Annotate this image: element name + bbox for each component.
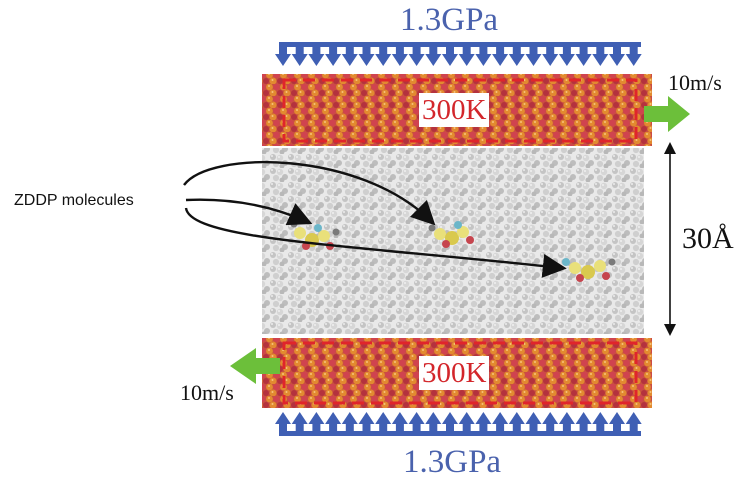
arrow-down-icon bbox=[291, 44, 308, 66]
arrow-down-icon bbox=[358, 44, 375, 66]
temperature-label-top: 300K bbox=[419, 93, 490, 127]
arrow-down-icon bbox=[475, 44, 492, 66]
arrow-down-icon bbox=[308, 44, 325, 66]
pressure-bar bbox=[279, 42, 641, 47]
arrow-up-icon bbox=[308, 412, 325, 434]
arrow-up-icon bbox=[592, 412, 609, 434]
arrow-down-icon bbox=[575, 44, 592, 66]
gap-thickness-label: 30Å bbox=[682, 222, 734, 255]
arrow-up-icon bbox=[391, 412, 408, 434]
arrow-down-icon bbox=[525, 44, 542, 66]
pressure-arrows-bottom bbox=[275, 412, 642, 436]
arrow-up-icon bbox=[341, 412, 358, 434]
arrow-up-icon bbox=[475, 412, 492, 434]
arrow-down-icon bbox=[609, 44, 625, 66]
pointer-arrow-molecule-2 bbox=[183, 161, 436, 226]
arrow-down-icon bbox=[341, 44, 358, 66]
arrow-down-icon bbox=[508, 44, 525, 66]
arrow-right-icon bbox=[644, 96, 690, 132]
gap-arrowhead-bottom bbox=[664, 324, 676, 336]
arrow-up-icon bbox=[408, 412, 425, 434]
arrow-up-icon bbox=[558, 412, 575, 434]
temperature-label-bottom: 300K bbox=[419, 356, 490, 390]
arrow-up-icon bbox=[542, 412, 559, 434]
arrow-down-icon bbox=[442, 44, 458, 66]
arrow-up-icon bbox=[275, 412, 291, 434]
velocity-label-bottom: 10m/s bbox=[180, 380, 234, 405]
arrow-down-icon bbox=[458, 44, 475, 66]
zddp-molecules-label: ZDDP molecules bbox=[14, 192, 134, 209]
arrow-down-icon bbox=[625, 44, 642, 66]
arrow-left-icon bbox=[230, 348, 280, 384]
arrow-down-icon bbox=[325, 44, 342, 66]
arrow-up-icon bbox=[508, 412, 525, 434]
arrow-up-icon bbox=[325, 412, 342, 434]
arrow-up-icon bbox=[291, 412, 308, 434]
zddp-molecule-2 bbox=[428, 221, 474, 248]
arrow-down-icon bbox=[391, 44, 408, 66]
arrow-down-icon bbox=[558, 44, 575, 66]
arrow-up-icon bbox=[442, 412, 458, 434]
pressure-arrows-top bbox=[275, 42, 642, 66]
arrow-down-icon bbox=[592, 44, 609, 66]
thermostat-box-bottom bbox=[282, 341, 638, 405]
arrow-down-icon bbox=[542, 44, 559, 66]
pointer-arrow-molecule-1 bbox=[185, 198, 313, 226]
pressure-bar bbox=[279, 431, 641, 436]
pointer-arrow-molecule-3 bbox=[184, 207, 567, 278]
arrow-down-icon bbox=[408, 44, 425, 66]
velocity-label-top: 10m/s bbox=[668, 70, 722, 95]
arrow-down-icon bbox=[275, 44, 291, 66]
arrow-up-icon bbox=[575, 412, 592, 434]
arrow-up-icon bbox=[375, 412, 392, 434]
arrow-up-icon bbox=[358, 412, 375, 434]
pressure-label-bottom: 1.3GPa bbox=[403, 444, 502, 480]
arrow-up-icon bbox=[492, 412, 509, 434]
arrow-down-icon bbox=[375, 44, 392, 66]
arrow-down-icon bbox=[492, 44, 509, 66]
gap-arrowhead-top bbox=[664, 142, 676, 154]
arrow-up-icon bbox=[625, 412, 642, 434]
arrow-up-icon bbox=[458, 412, 475, 434]
pressure-label-top: 1.3GPa bbox=[400, 2, 499, 38]
zddp-molecule-1 bbox=[290, 220, 340, 250]
arrow-up-icon bbox=[609, 412, 625, 434]
arrow-up-icon bbox=[525, 412, 542, 434]
arrow-down-icon bbox=[425, 44, 442, 66]
thermostat-box-top bbox=[282, 78, 638, 143]
arrow-up-icon bbox=[425, 412, 442, 434]
